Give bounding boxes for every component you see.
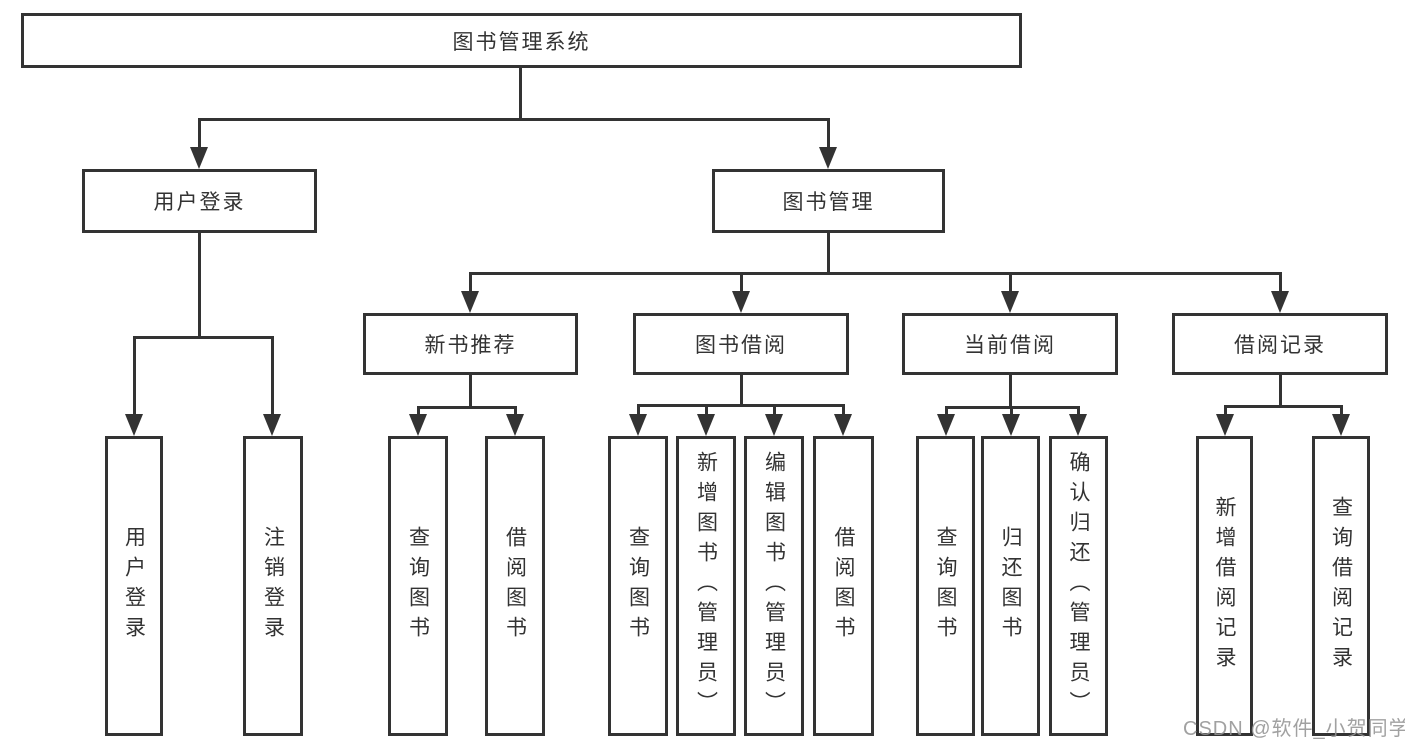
arrow-down-icon [1216,414,1234,436]
connector-line [1224,405,1227,416]
arrow-down-icon [409,414,427,436]
connector-line [773,404,776,416]
leaf-add-borrow-record: 新增借阅记录 [1196,436,1253,736]
connector-line [1279,272,1282,295]
leaf-label: 归还图书 [999,526,1022,646]
node-label: 当前借阅 [964,334,1056,357]
leaf-search-books-borrow: 查询图书 [608,436,668,736]
connector-line [1224,405,1342,408]
connector-line [417,406,516,409]
connector-line [519,68,522,118]
leaf-label: 借阅图书 [503,526,527,646]
csdn-watermark: CSDN @软件_小贺同学 [1183,718,1405,740]
leaf-label: 确认归还（管理员） [1067,451,1090,721]
arrow-down-icon [819,147,837,169]
node-user-login: 用户登录 [82,169,317,233]
node-label: 图书借阅 [695,334,787,357]
node-label: 图书管理 [782,191,875,214]
arrow-down-icon [1001,291,1019,313]
connector-line [827,233,830,272]
connector-line [1009,375,1012,406]
node-book-management: 图书管理 [712,169,945,233]
connector-line [133,336,274,339]
connector-line [469,375,472,406]
leaf-edit-book-admin: 编辑图书（管理员） [744,436,804,736]
connector-line [514,406,517,416]
arrow-down-icon [190,147,208,169]
arrow-down-icon [937,414,955,436]
connector-line [271,336,274,416]
node-book-borrowing: 图书借阅 [633,313,849,375]
connector-line [637,404,845,407]
leaf-confirm-return-admin: 确认归还（管理员） [1049,436,1108,736]
leaf-label: 注销登录 [261,526,285,646]
node-label: 新书推荐 [424,334,517,357]
leaf-search-books-current: 查询图书 [916,436,975,736]
connector-line [469,272,1282,275]
arrow-down-icon [1069,414,1087,436]
connector-line [842,404,845,416]
arrow-down-icon [629,414,647,436]
node-current-borrowing: 当前借阅 [902,313,1118,375]
connector-line [740,272,743,295]
connector-line [198,118,830,121]
connector-line [637,404,640,416]
node-new-book-recommendation: 新书推荐 [363,313,578,375]
leaf-search-borrow-record: 查询借阅记录 [1312,436,1370,736]
leaf-logout: 注销登录 [243,436,303,736]
connector-line [198,118,201,150]
leaf-add-book-admin: 新增图书（管理员） [676,436,736,736]
connector-line [1010,406,1013,416]
leaf-borrow-books-recommend: 借阅图书 [485,436,545,736]
leaf-search-books-recommend: 查询图书 [388,436,448,736]
connector-line [740,375,743,404]
leaf-user-login: 用户登录 [105,436,163,736]
leaf-label: 新增借阅记录 [1213,496,1236,676]
connector-line [469,272,472,295]
connector-line [417,406,420,416]
connector-line [1009,272,1012,295]
connector-line [1077,406,1080,416]
connector-line [1340,405,1343,416]
leaf-borrow-books: 借阅图书 [813,436,874,736]
connector-line [827,118,830,150]
node-label: 图书管理系统 [452,30,591,54]
arrow-down-icon [1332,414,1350,436]
connector-line [133,336,136,416]
arrow-down-icon [697,414,715,436]
arrow-down-icon [1002,414,1020,436]
leaf-label: 查询图书 [934,526,957,646]
connector-line [1279,375,1282,405]
leaf-label: 借阅图书 [832,526,855,646]
connector-line [198,233,201,336]
leaf-label: 查询图书 [626,526,650,646]
connector-line [945,406,948,416]
arrow-down-icon [461,291,479,313]
arrow-down-icon [765,414,783,436]
node-library-management-system: 图书管理系统 [21,13,1022,68]
node-borrowing-records: 借阅记录 [1172,313,1388,375]
leaf-label: 用户登录 [122,526,146,646]
node-label: 借阅记录 [1234,334,1326,357]
node-label: 用户登录 [153,191,246,214]
arrow-down-icon [732,291,750,313]
leaf-label: 查询借阅记录 [1329,496,1353,676]
arrow-down-icon [1271,291,1289,313]
arrow-down-icon [263,414,281,436]
connector-line [705,404,708,416]
arrow-down-icon [125,414,143,436]
arrow-down-icon [834,414,852,436]
leaf-label: 编辑图书（管理员） [762,451,786,721]
arrow-down-icon [506,414,524,436]
leaf-label: 查询图书 [406,526,430,646]
leaf-return-book: 归还图书 [981,436,1040,736]
leaf-label: 新增图书（管理员） [694,451,718,721]
